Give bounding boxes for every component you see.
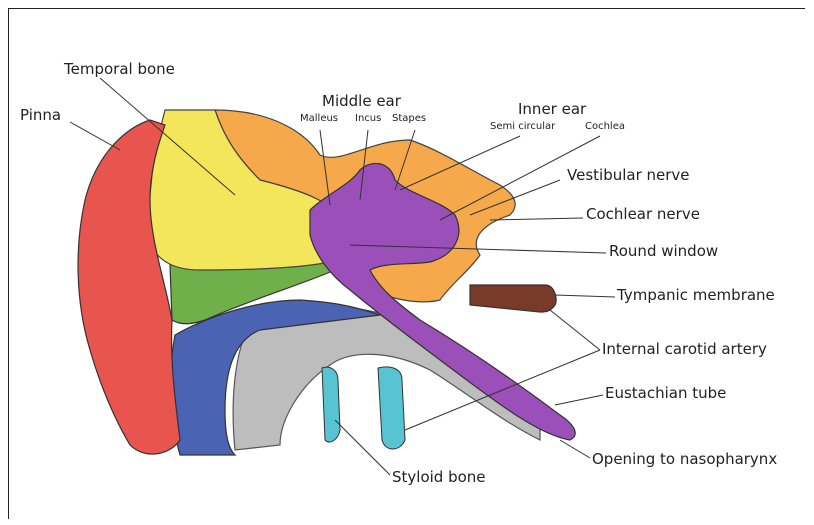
leader-carotid-1	[550, 310, 600, 350]
tympanic-tube	[470, 285, 556, 312]
label-opening-to-nasopharynx: Opening to nasopharynx	[592, 452, 777, 467]
leader-pinna	[70, 122, 120, 150]
label-temporal-bone: Temporal bone	[64, 62, 175, 77]
label-middle-ear: Middle ear	[322, 94, 401, 109]
label-semi-circular: Semi circular	[490, 122, 555, 132]
leader-cochlear-nerve	[490, 218, 583, 220]
label-stapes: Stapes	[392, 114, 426, 124]
label-vestibular-nerve: Vestibular nerve	[567, 168, 690, 183]
label-styloid-bone: Styloid bone	[392, 470, 486, 485]
label-internal-carotid-artery: Internal carotid artery	[602, 342, 767, 357]
leader-tympanic-membrane	[555, 295, 615, 297]
leader-eustachian	[555, 395, 603, 405]
label-eustachian-tube: Eustachian tube	[605, 386, 726, 401]
label-cochlea: Cochlea	[585, 122, 625, 132]
label-tympanic-membrane: Tympanic membrane	[617, 288, 775, 303]
leader-nasopharynx	[560, 440, 590, 458]
label-malleus: Malleus	[300, 114, 338, 124]
label-inner-ear: Inner ear	[518, 102, 586, 117]
label-cochlear-nerve: Cochlear nerve	[586, 207, 700, 222]
label-round-window: Round window	[609, 244, 718, 259]
label-pinna: Pinna	[20, 108, 61, 123]
styloid-bone-right	[378, 367, 405, 449]
label-incus: Incus	[355, 114, 381, 124]
styloid-bone-left	[322, 367, 340, 442]
